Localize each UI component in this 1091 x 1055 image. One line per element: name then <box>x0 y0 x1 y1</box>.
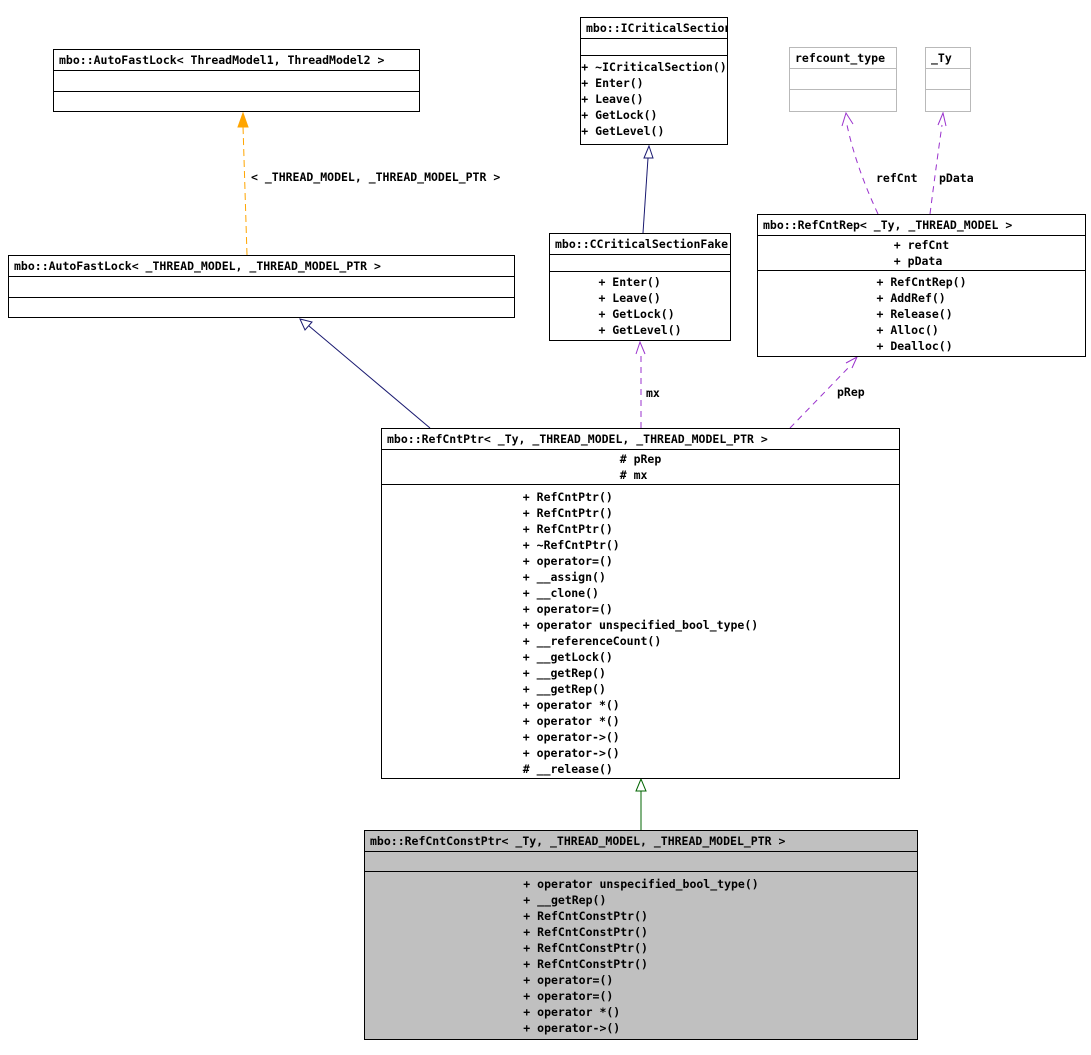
method: + operator->() <box>523 1021 621 1035</box>
template-instantiation-arrowhead <box>237 111 249 128</box>
method: + __getRep() <box>522 666 606 680</box>
method: + RefCntPtr() <box>522 490 613 504</box>
attributes-compartment-empty <box>54 71 419 92</box>
method: + RefCntConstPtr() <box>523 957 648 971</box>
class-title: mbo::ICriticalSection <box>581 18 727 39</box>
attributes-compartment-empty <box>790 69 896 90</box>
method: + operator unspecified_bool_type() <box>523 877 759 891</box>
method: + Leave() <box>598 291 661 305</box>
method: + operator unspecified_bool_type() <box>522 618 759 632</box>
method: # __release() <box>522 762 613 776</box>
method: + RefCntPtr() <box>522 506 613 520</box>
method: + GetLevel() <box>598 323 682 337</box>
method: + operator=() <box>523 973 614 987</box>
method: + operator->() <box>522 730 620 744</box>
class-box-ty[interactable]: _Ty <box>925 47 971 112</box>
method: + RefCntConstPtr() <box>523 909 648 923</box>
class-box-icriticalsection[interactable]: mbo::ICriticalSection + ~ICriticalSectio… <box>580 17 728 145</box>
edge-label-refcnt: refCnt <box>876 171 918 185</box>
class-title: mbo::RefCntRep< _Ty, _THREAD_MODEL > <box>758 215 1085 236</box>
usage-arrowhead-mx <box>635 340 646 355</box>
method: + Enter() <box>581 76 644 90</box>
class-box-refcntrep[interactable]: mbo::RefCntRep< _Ty, _THREAD_MODEL > + r… <box>757 214 1086 357</box>
method: + Alloc() <box>876 323 939 337</box>
attribute: + refCnt <box>893 238 950 252</box>
inheritance-arrowhead-icriticalsection <box>643 144 654 159</box>
edge-label-mx: mx <box>646 386 660 400</box>
class-box-ccriticalsectionfake[interactable]: mbo::CCriticalSectionFake + Enter() + Le… <box>549 233 731 341</box>
template-instantiation-edge <box>242 125 248 256</box>
method: + GetLock() <box>598 307 675 321</box>
edge-label-pdata: pData <box>939 171 974 185</box>
methods-compartment: + ~ICriticalSection() + Enter() + Leave(… <box>581 56 727 139</box>
method: + RefCntConstPtr() <box>523 925 648 939</box>
method: + __referenceCount() <box>522 634 662 648</box>
method: + Dealloc() <box>876 339 953 353</box>
class-title: _Ty <box>926 48 970 69</box>
methods-compartment: + RefCntPtr() + RefCntPtr() + RefCntPtr(… <box>382 485 899 777</box>
class-box-autofastlock-threadmodel[interactable]: mbo::AutoFastLock< _THREAD_MODEL, _THREA… <box>8 255 515 318</box>
class-title: refcount_type <box>790 48 896 69</box>
attribute: # mx <box>619 468 648 482</box>
attributes-compartment-empty <box>550 255 730 272</box>
method: + __getRep() <box>522 682 606 696</box>
edge-label-prep: pRep <box>837 385 865 399</box>
attribute: # pRep <box>619 452 662 466</box>
class-title: mbo::RefCntPtr< _Ty, _THREAD_MODEL, _THR… <box>382 429 899 450</box>
method: + ~ICriticalSection() <box>581 60 727 74</box>
method: + operator=() <box>522 602 613 616</box>
attributes-compartment: + refCnt + pData <box>758 236 1085 271</box>
class-title: mbo::AutoFastLock< _THREAD_MODEL, _THREA… <box>9 256 514 277</box>
class-box-refcount-type[interactable]: refcount_type <box>789 47 897 112</box>
class-title: mbo::RefCntConstPtr< _Ty, _THREAD_MODEL,… <box>365 831 917 852</box>
attributes-compartment: # pRep # mx <box>382 450 899 485</box>
method: + Release() <box>876 307 953 321</box>
method: + operator->() <box>522 746 620 760</box>
method: + AddRef() <box>876 291 946 305</box>
attributes-compartment-empty <box>9 277 514 298</box>
usage-arrowhead-prep <box>845 355 859 369</box>
attributes-compartment-empty <box>581 39 727 56</box>
inheritance-edge-fake-to-icriticalsection <box>642 157 649 234</box>
method: + GetLevel() <box>581 124 665 138</box>
method: + Enter() <box>598 275 661 289</box>
method: + __clone() <box>522 586 599 600</box>
edge-label-template-args: < _THREAD_MODEL, _THREAD_MODEL_PTR > <box>251 170 501 184</box>
method: + operator=() <box>522 554 613 568</box>
methods-compartment: + RefCntRep() + AddRef() + Release() + A… <box>758 271 1085 354</box>
method: + operator *() <box>522 714 620 728</box>
inheritance-arrowhead-autofastlock <box>299 318 313 331</box>
method: + GetLock() <box>581 108 658 122</box>
class-box-refcntptr[interactable]: mbo::RefCntPtr< _Ty, _THREAD_MODEL, _THR… <box>381 428 900 779</box>
usage-arrowhead-pdata <box>937 111 947 127</box>
methods-compartment: + Enter() + Leave() + GetLock() + GetLev… <box>550 272 730 338</box>
class-title: mbo::CCriticalSectionFake <box>550 234 730 255</box>
method: + ~RefCntPtr() <box>522 538 620 552</box>
method: + operator *() <box>522 698 620 712</box>
inheritance-arrowhead-refcntptr <box>635 777 647 792</box>
class-box-autofastlock-threadmodel12[interactable]: mbo::AutoFastLock< ThreadModel1, ThreadM… <box>53 49 420 112</box>
attributes-compartment-empty <box>926 69 970 90</box>
class-title: mbo::AutoFastLock< ThreadModel1, ThreadM… <box>54 50 419 71</box>
method: + operator=() <box>523 989 614 1003</box>
method: + __getRep() <box>523 893 607 907</box>
method: + RefCntConstPtr() <box>523 941 648 955</box>
method: + Leave() <box>581 92 644 106</box>
usage-edge-pdata <box>929 124 943 215</box>
attribute: + pData <box>893 254 943 268</box>
usage-arrowhead-refcnt <box>841 111 854 127</box>
attributes-compartment-empty <box>365 852 917 872</box>
methods-compartment: + operator unspecified_bool_type() + __g… <box>365 872 917 1036</box>
class-box-refcntconstptr[interactable]: mbo::RefCntConstPtr< _Ty, _THREAD_MODEL,… <box>364 830 918 1040</box>
inheritance-edge-refcntptr-to-autofastlock <box>308 325 431 429</box>
method: + RefCntRep() <box>876 275 967 289</box>
method: + __getLock() <box>522 650 613 664</box>
usage-edge-refcnt <box>846 124 879 215</box>
method: + operator *() <box>523 1005 621 1019</box>
method: + RefCntPtr() <box>522 522 613 536</box>
method: + __assign() <box>522 570 606 584</box>
